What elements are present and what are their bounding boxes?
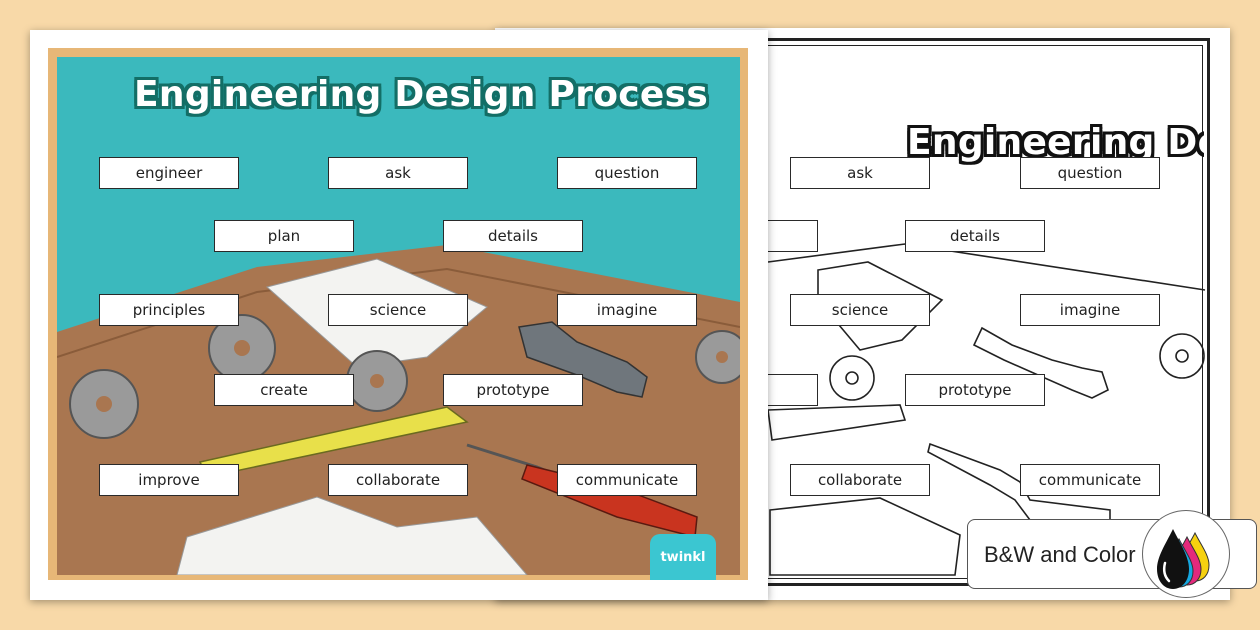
twinkl-logo: twinkl [650,534,716,580]
gear-icon [346,350,408,412]
bw-word-card-details: details [905,220,1045,252]
word-card-prototype: prototype [443,374,583,406]
gear-icon [69,369,139,439]
word-card-principles: principles [99,294,239,326]
bw-word-card-collaborate: collaborate [790,464,930,496]
bw-word-card-science: science [790,294,930,326]
word-card-improve: improve [99,464,239,496]
word-card-science: science [328,294,468,326]
word-card-plan: plan [214,220,354,252]
bw-word-card-communicate: communicate [1020,464,1160,496]
hammer-icon [518,321,648,398]
word-card-engineer: engineer [99,157,239,189]
ink-drops-icon [1142,510,1230,598]
bw-title-clip: Engineering Design Process [768,48,1204,578]
word-card-communicate: communicate [557,464,697,496]
word-card-imagine: imagine [557,294,697,326]
bw-and-color-label: B&W and Color [984,542,1136,567]
word-card-details: details [443,220,583,252]
word-card-collaborate: collaborate [328,464,468,496]
bw-word-card-ask: ask [790,157,930,189]
bw-page-title: Engineering Design Process [907,122,1204,163]
word-card-ask: ask [328,157,468,189]
bw-word-card-create-partial [768,374,818,406]
word-card-create: create [214,374,354,406]
page-title: Engineering Design Process [134,74,709,115]
gear-icon [695,330,740,384]
bw-word-card-imagine: imagine [1020,294,1160,326]
bw-word-card-plan-partial [768,220,818,252]
bw-word-card-prototype: prototype [905,374,1045,406]
word-card-question: question [557,157,697,189]
bw-word-card-question: question [1020,157,1160,189]
